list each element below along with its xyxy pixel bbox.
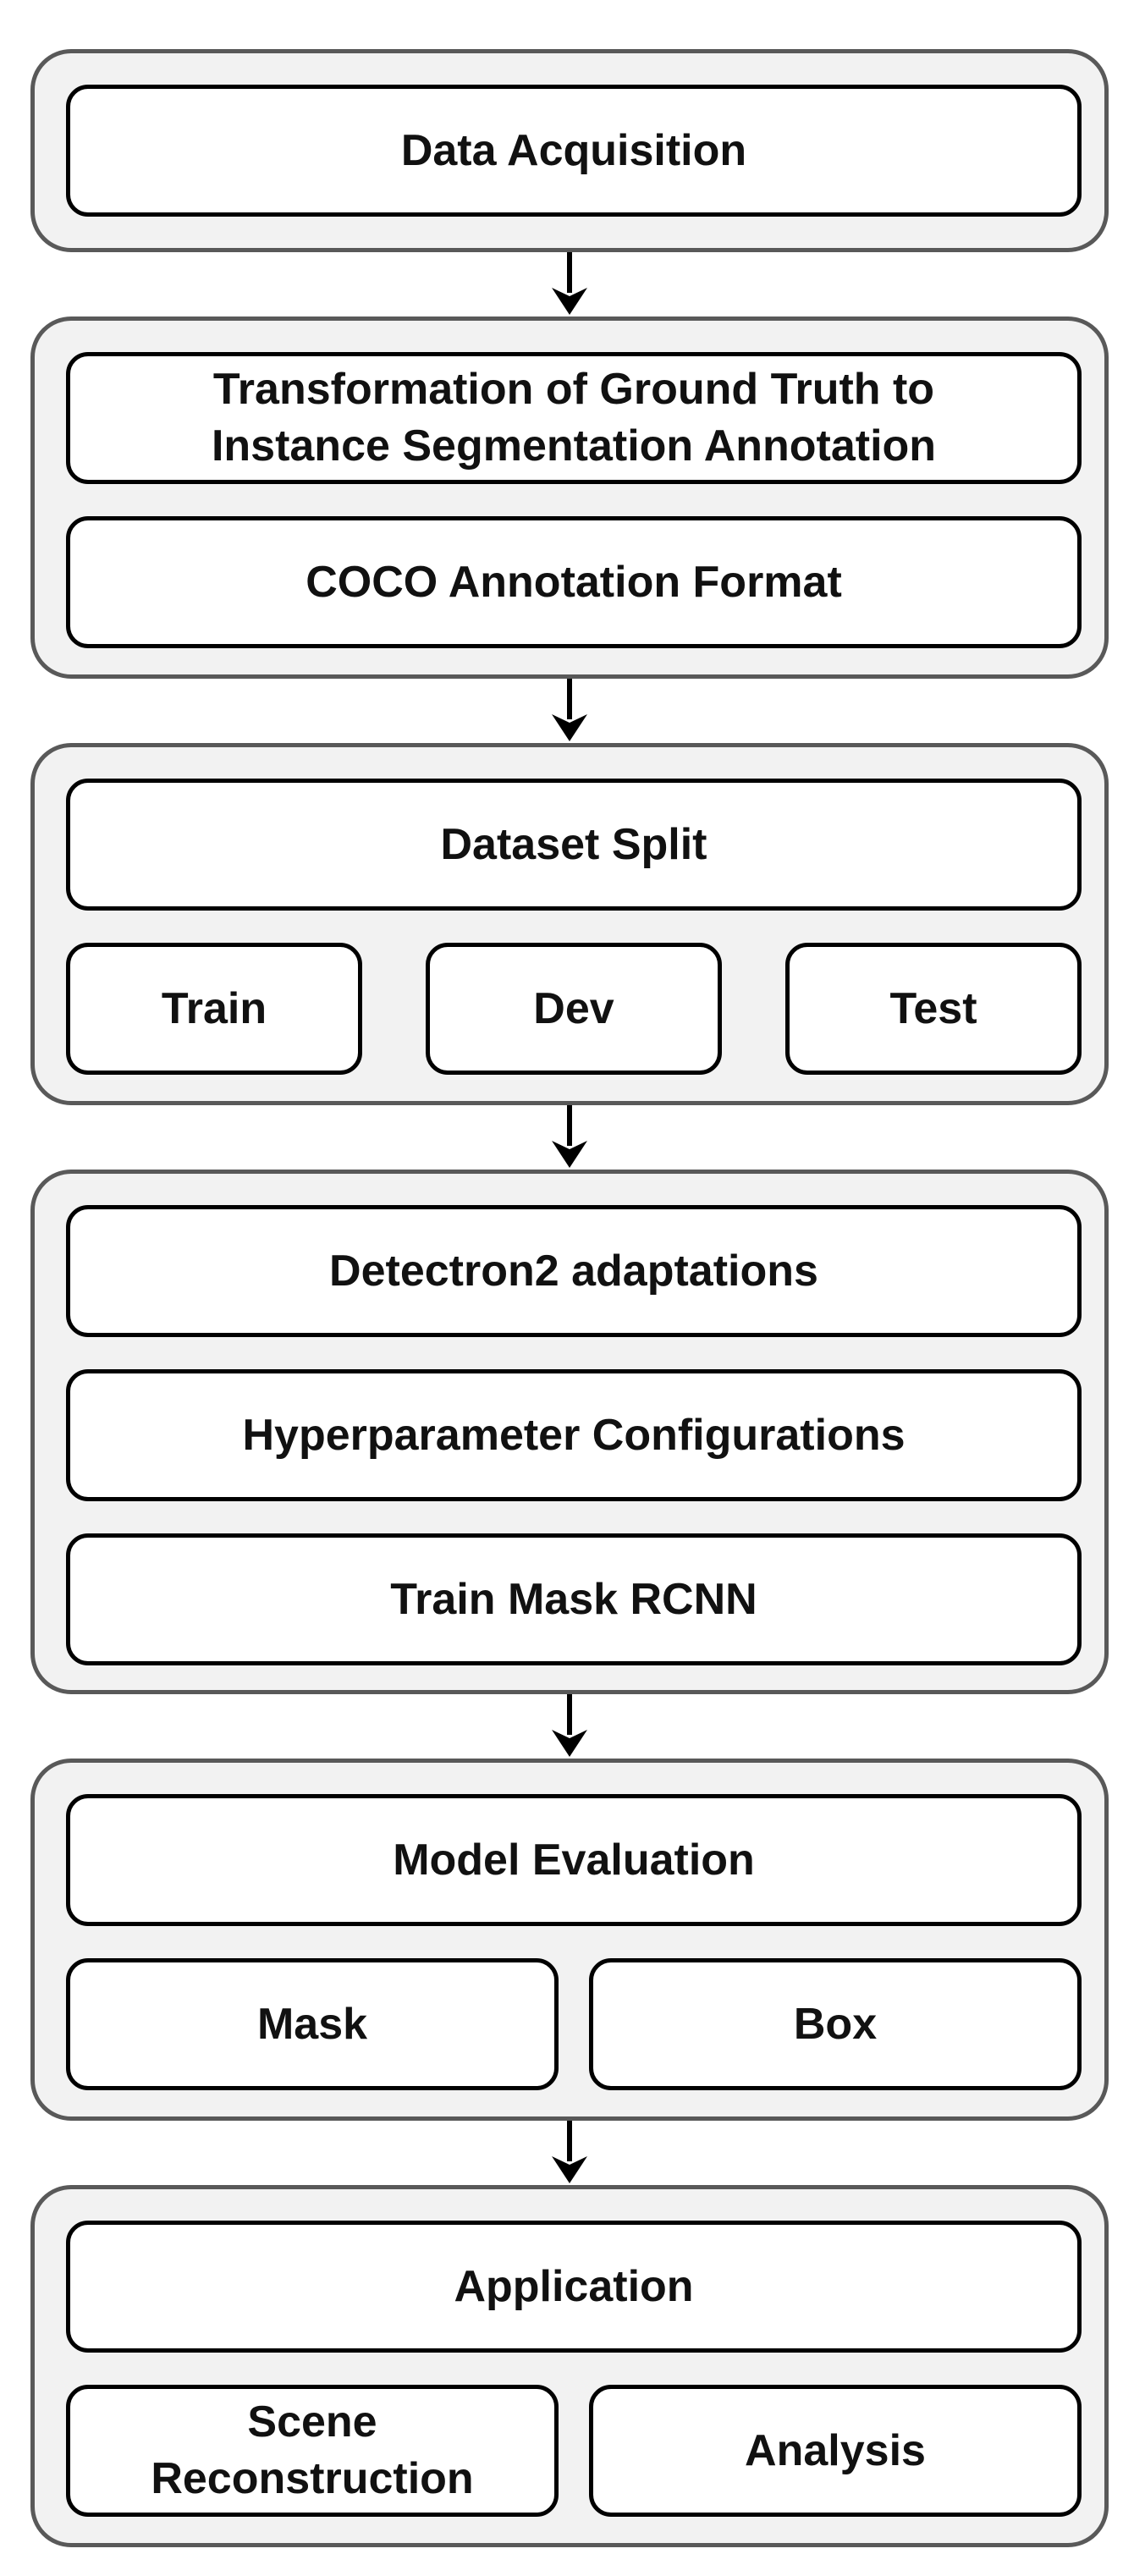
box-application: Application bbox=[66, 2221, 1082, 2353]
arrow-down-icon bbox=[552, 1105, 587, 1168]
stage-evaluation: Model Evaluation Mask Box bbox=[30, 1759, 1109, 2121]
box-train: Train bbox=[66, 943, 362, 1075]
arrow-down-icon bbox=[552, 1694, 587, 1757]
label-train-mask-rcnn: Train Mask RCNN bbox=[390, 1574, 757, 1624]
label-data-acquisition: Data Acquisition bbox=[400, 125, 747, 175]
label-dev: Dev bbox=[533, 983, 614, 1033]
label-detectron2: Detectron2 adaptations bbox=[329, 1246, 818, 1296]
box-coco-format: COCO Annotation Format bbox=[66, 516, 1082, 648]
box-analysis: Analysis bbox=[589, 2385, 1082, 2517]
label-application: Application bbox=[454, 2261, 694, 2311]
arrow-down-icon bbox=[552, 679, 587, 741]
box-box: Box bbox=[589, 1958, 1082, 2090]
box-detectron2: Detectron2 adaptations bbox=[66, 1205, 1082, 1337]
box-test: Test bbox=[785, 943, 1082, 1075]
box-model-evaluation: Model Evaluation bbox=[66, 1794, 1082, 1926]
pipeline-diagram: Data Acquisition Transformation of Groun… bbox=[30, 49, 1109, 2547]
box-mask: Mask bbox=[66, 1958, 559, 2090]
label-hyperparameters: Hyperparameter Configurations bbox=[242, 1410, 906, 1460]
label-transformation: Transformation of Ground Truth to Instan… bbox=[211, 365, 937, 471]
label-coco-format: COCO Annotation Format bbox=[306, 557, 842, 607]
stage-data-acquisition: Data Acquisition bbox=[30, 49, 1109, 252]
box-dataset-split: Dataset Split bbox=[66, 779, 1082, 911]
stage-annotation: Transformation of Ground Truth to Instan… bbox=[30, 316, 1109, 679]
label-dataset-split: Dataset Split bbox=[440, 819, 707, 869]
label-scene-reconstruction: Scene Reconstruction bbox=[151, 2397, 474, 2503]
label-mask: Mask bbox=[256, 1999, 368, 2049]
label-train: Train bbox=[161, 983, 267, 1033]
box-dev: Dev bbox=[426, 943, 722, 1075]
stage-application: Application Scene Reconstruction Analysi… bbox=[30, 2185, 1109, 2547]
arrow-down-icon bbox=[552, 2121, 587, 2183]
box-transformation: Transformation of Ground Truth to Instan… bbox=[66, 352, 1082, 484]
stage-dataset-split: Dataset Split Train Dev Test bbox=[30, 743, 1109, 1105]
label-model-evaluation: Model Evaluation bbox=[393, 1835, 755, 1885]
label-box: Box bbox=[793, 1999, 878, 2049]
label-analysis: Analysis bbox=[745, 2425, 926, 2475]
box-scene-reconstruction: Scene Reconstruction bbox=[66, 2385, 559, 2517]
stage-training: Detectron2 adaptations Hyperparameter Co… bbox=[30, 1170, 1109, 1694]
label-test: Test bbox=[889, 983, 977, 1033]
box-train-mask-rcnn: Train Mask RCNN bbox=[66, 1533, 1082, 1665]
arrow-down-icon bbox=[552, 252, 587, 315]
box-data-acquisition: Data Acquisition bbox=[66, 85, 1082, 217]
box-hyperparameters: Hyperparameter Configurations bbox=[66, 1369, 1082, 1501]
